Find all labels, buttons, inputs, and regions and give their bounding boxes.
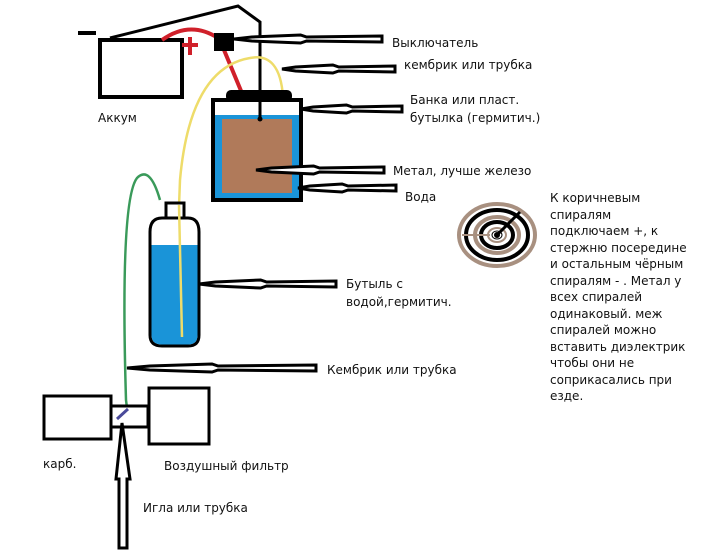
spiral-note-line: вставить диэлектрик <box>550 339 686 354</box>
spiral-note-line: спиралям <box>550 207 612 222</box>
air-filter-label: Воздушный фильтр <box>164 459 289 473</box>
water-bottle-icon <box>148 201 201 348</box>
spiral-note-line: и остальным чёрным <box>550 257 684 271</box>
spiral-note-line: спиралям - . Метал у <box>550 273 682 288</box>
carburetor-icon <box>42 394 113 441</box>
needle-tip <box>115 407 130 421</box>
negative-wire <box>109 4 262 118</box>
tube-mid-label: Кембрик или трубка <box>327 363 457 377</box>
tube-mid-arrow <box>126 362 318 374</box>
spiral-note-line: одинаковый. меж <box>550 306 663 321</box>
switch-arrow <box>233 33 384 45</box>
spiral-note-line: всех спиралей <box>550 290 643 304</box>
switch-icon[interactable] <box>214 33 234 51</box>
battery-label: Аккум <box>98 111 137 125</box>
spiral-note: К коричневым спиралям подключаем +, к стерж… <box>550 190 700 405</box>
needle-label: Игла или трубка <box>143 501 248 515</box>
battery-icon <box>78 31 184 99</box>
spiral-note-line: чтобы они не <box>550 356 635 370</box>
carb-label: карб. <box>43 457 77 471</box>
air-filter-icon <box>147 386 211 446</box>
tube-top-arrow <box>281 63 397 75</box>
intake-pipe <box>109 404 150 429</box>
pointer-arrows <box>126 33 404 374</box>
green-tube <box>123 173 162 409</box>
spiral-note-line: соприкасались при <box>550 372 672 387</box>
jar-arrow <box>300 103 404 115</box>
spiral-note-line: стержню посередине <box>550 240 687 255</box>
spiral-note-line: езде. <box>550 389 584 403</box>
bottle-label-line2: водой,гермитич. <box>346 295 452 309</box>
bottle-arrow <box>198 278 338 290</box>
spiral-note-line: спиралей можно <box>550 323 657 337</box>
tube-top-label: кембрик или трубка <box>404 58 533 72</box>
jar-label-line1: Банка или пласт. <box>410 93 520 107</box>
spiral-note-line: подключаем +, к <box>550 224 659 238</box>
jar-label-line2: бутылка (гермитич.) <box>410 111 541 125</box>
metal-label: Метал, лучше железо <box>393 164 532 178</box>
bottle-label-line1: Бутыль с <box>346 277 403 291</box>
switch-label: Выключатель <box>392 36 479 50</box>
needle-arrow <box>114 422 132 550</box>
metal-arrow <box>255 164 386 176</box>
concentric-spiral-icon <box>457 202 537 268</box>
electrolyzer-jar-icon <box>211 90 303 202</box>
spiral-note-line: К коричневым <box>550 191 641 205</box>
water-label: Вода <box>405 190 437 204</box>
positive-wire <box>160 27 220 42</box>
plus-sign <box>182 37 198 55</box>
water-arrow <box>297 182 398 194</box>
